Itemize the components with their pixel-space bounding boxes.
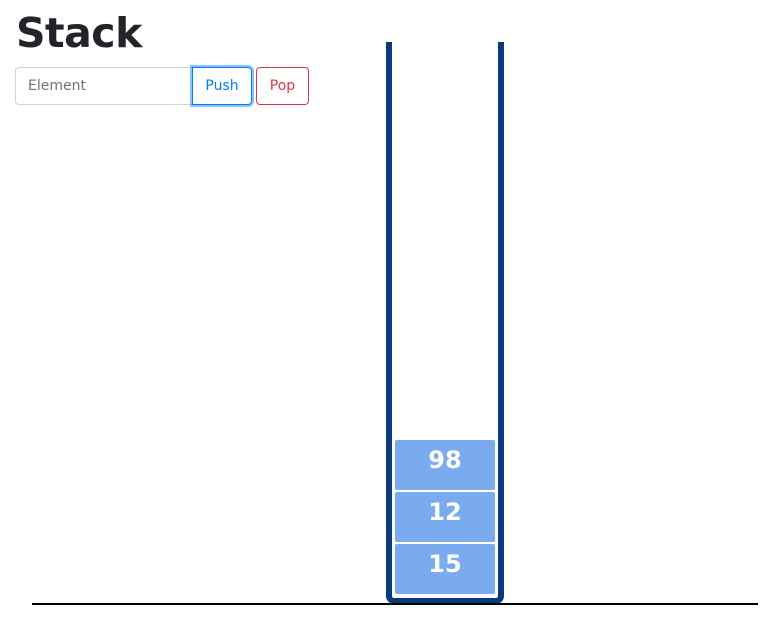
stack-item-middle: 12	[395, 492, 495, 542]
push-button[interactable]: Push	[192, 67, 252, 105]
stack-controls: Push Pop	[15, 67, 309, 105]
stack-items: 98 12 15	[395, 440, 495, 594]
ground-line	[32, 603, 758, 605]
stack-item-bottom: 15	[395, 544, 495, 594]
pop-button[interactable]: Pop	[256, 67, 309, 105]
element-input[interactable]	[15, 67, 193, 105]
stack-item-top: 98	[395, 440, 495, 490]
page-title: Stack	[16, 9, 142, 57]
stack-container: 98 12 15	[386, 42, 504, 604]
